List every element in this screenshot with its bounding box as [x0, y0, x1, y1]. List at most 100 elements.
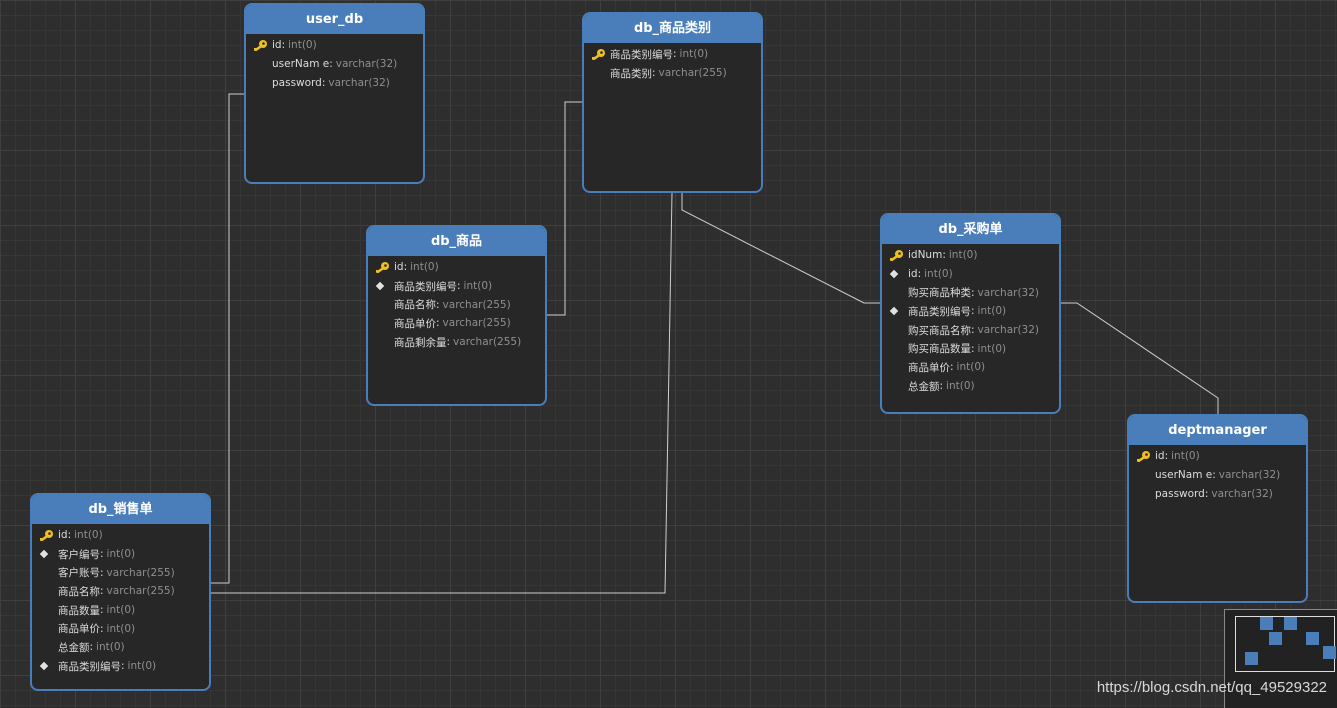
primary-key-icon	[1135, 450, 1155, 463]
table-db-category[interactable]: db_商品类别商品类别编号:int(0)商品类别:varchar(255)	[582, 12, 763, 193]
field-row[interactable]: 客户账号:varchar(255)	[32, 563, 209, 582]
field-row[interactable]: id:int(0)	[32, 526, 209, 545]
field-row[interactable]: 客户编号:int(0)	[32, 545, 209, 564]
field-type: varchar(32)	[328, 76, 390, 89]
field-name: password	[272, 76, 322, 89]
primary-key-icon	[590, 48, 610, 61]
minimap-block	[1323, 646, 1336, 659]
field-row[interactable]: id:int(0)	[368, 258, 545, 277]
field-name: 客户编号	[58, 548, 100, 561]
field-row[interactable]: idNum:int(0)	[882, 246, 1059, 265]
field-type: int(0)	[977, 342, 1007, 355]
field-name: 购买商品名称	[908, 324, 971, 337]
field-name: 商品名称	[394, 299, 436, 312]
field-separator: :	[100, 585, 104, 598]
field-row[interactable]: password:varchar(32)	[1129, 484, 1306, 503]
field-row[interactable]: id:int(0)	[882, 265, 1059, 284]
field-row[interactable]: 总金额:int(0)	[32, 638, 209, 657]
field-type: int(0)	[977, 305, 1007, 318]
field-separator: :	[100, 604, 104, 617]
field-type: varchar(32)	[977, 286, 1040, 299]
field-separator: :	[321, 76, 326, 89]
field-name: 商品类别编号	[610, 48, 673, 61]
minimap-block	[1269, 632, 1282, 645]
field-row[interactable]: 商品剩余量:varchar(255)	[368, 333, 545, 352]
field-type: varchar(32)	[1218, 469, 1281, 482]
field-name: userNam e	[1155, 469, 1213, 482]
minimap[interactable]	[1224, 609, 1337, 708]
field-separator: :	[100, 566, 104, 579]
field-type: int(0)	[96, 641, 125, 654]
minimap-block	[1245, 652, 1258, 665]
field-separator: :	[971, 342, 975, 355]
field-type: int(0)	[106, 622, 136, 635]
field-row[interactable]: 商品类别编号:int(0)	[368, 277, 545, 296]
field-separator: :	[1204, 487, 1209, 500]
field-row[interactable]: 购买商品名称:varchar(32)	[882, 321, 1059, 340]
field-name: 总金额	[908, 380, 940, 393]
field-separator: :	[67, 529, 72, 542]
field-separator: :	[917, 268, 922, 281]
field-row[interactable]: 商品类别编号:int(0)	[32, 657, 209, 676]
field-row[interactable]: 商品名称:varchar(255)	[368, 295, 545, 314]
field-row[interactable]: 商品类别:varchar(255)	[584, 64, 761, 83]
table-title: db_商品	[368, 227, 545, 256]
field-separator: :	[329, 58, 333, 71]
table-title: db_采购单	[882, 215, 1059, 244]
field-type: int(0)	[1171, 450, 1200, 463]
field-row[interactable]: 商品类别编号:int(0)	[584, 45, 761, 64]
field-row[interactable]: 商品名称:varchar(255)	[32, 582, 209, 601]
field-row[interactable]: id:int(0)	[1129, 447, 1306, 466]
field-type: int(0)	[127, 660, 157, 673]
field-name: 商品类别编号	[394, 280, 457, 293]
field-row[interactable]: userNam e:varchar(32)	[1129, 466, 1306, 485]
field-list: id:int(0)userNam e:varchar(32)password:v…	[1129, 445, 1306, 503]
field-row[interactable]: 商品单价:varchar(255)	[368, 314, 545, 333]
field-type: varchar(255)	[658, 67, 727, 80]
field-list: id:int(0)商品类别编号:int(0)商品名称:varchar(255)商…	[368, 256, 545, 351]
field-separator: :	[446, 336, 451, 349]
table-title: deptmanager	[1129, 416, 1306, 445]
field-type: varchar(32)	[1211, 487, 1273, 500]
foreign-key-icon	[38, 661, 58, 671]
field-row[interactable]: userNam e:varchar(32)	[246, 55, 423, 74]
field-row[interactable]: 购买商品数量:int(0)	[882, 339, 1059, 358]
field-name: 商品数量	[58, 604, 100, 617]
field-row[interactable]: 商品单价:int(0)	[882, 358, 1059, 377]
field-row[interactable]: password:varchar(32)	[246, 73, 423, 92]
field-type: int(0)	[679, 48, 709, 61]
field-row[interactable]: 商品数量:int(0)	[32, 601, 209, 620]
field-row[interactable]: 商品类别编号:int(0)	[882, 302, 1059, 321]
field-type: int(0)	[924, 268, 953, 281]
field-name: id	[58, 529, 68, 542]
field-row[interactable]: 购买商品种类:varchar(32)	[882, 283, 1059, 302]
field-list: id:int(0)userNam e:varchar(32)password:v…	[246, 34, 423, 92]
field-list: 商品类别编号:int(0)商品类别:varchar(255)	[584, 43, 761, 82]
field-row[interactable]: id:int(0)	[246, 36, 423, 55]
field-name: idNum	[908, 249, 943, 262]
field-type: int(0)	[948, 249, 978, 262]
field-separator: :	[939, 380, 944, 393]
field-separator: :	[89, 641, 94, 654]
relation-product-category	[546, 101, 583, 316]
field-type: int(0)	[106, 548, 136, 561]
minimap-block	[1260, 617, 1273, 630]
field-row[interactable]: 总金额:int(0)	[882, 377, 1059, 396]
relation-sales-user	[210, 93, 245, 584]
field-row[interactable]: 商品单价:int(0)	[32, 619, 209, 638]
primary-key-icon	[252, 39, 272, 52]
field-list: idNum:int(0)id:int(0)购买商品种类:varchar(32)商…	[882, 244, 1059, 396]
field-type: varchar(32)	[977, 324, 1040, 337]
field-name: id	[1155, 450, 1165, 463]
table-title: db_销售单	[32, 495, 209, 524]
minimap-viewport[interactable]	[1235, 616, 1335, 672]
field-name: id	[272, 39, 282, 52]
field-separator: :	[673, 48, 677, 61]
field-type: int(0)	[463, 280, 493, 293]
field-separator: :	[1164, 450, 1169, 463]
